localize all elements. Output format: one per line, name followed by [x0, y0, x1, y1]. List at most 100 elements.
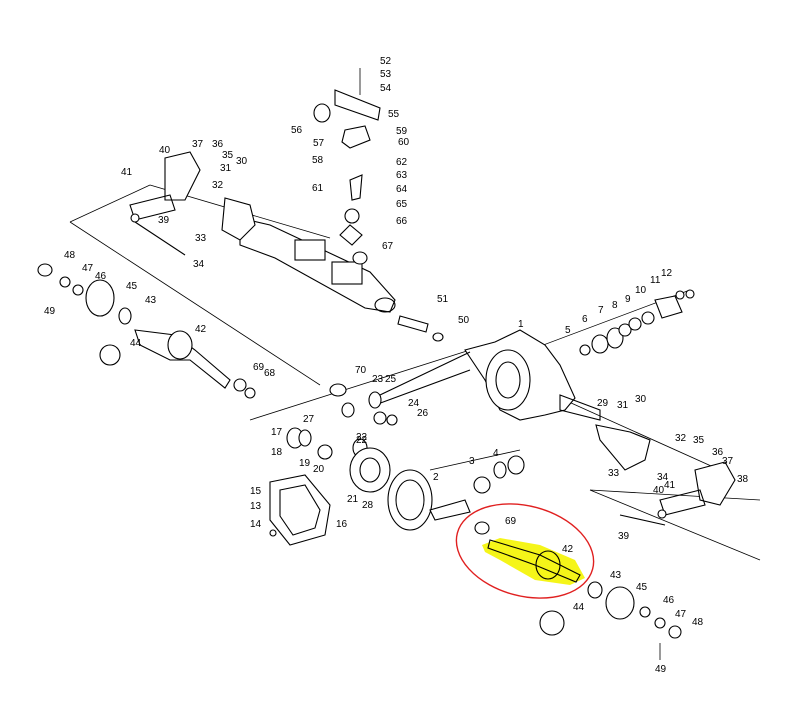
left-hub-parts [37, 263, 256, 399]
right-knuckle [595, 424, 736, 526]
label-25: 25 [385, 374, 397, 385]
label-69: 69 [253, 362, 265, 373]
label-15: 15 [250, 486, 262, 497]
label-12: 12 [661, 268, 673, 279]
label-41: 41 [664, 480, 676, 491]
label-24: 24 [408, 398, 420, 409]
label-37: 37 [722, 456, 734, 467]
label-51: 51 [437, 294, 449, 305]
label-42: 42 [562, 544, 574, 555]
label-56: 56 [291, 125, 303, 136]
label-53: 53 [380, 69, 392, 80]
label-67: 67 [382, 241, 394, 252]
label-1: 1 [518, 319, 524, 330]
label-44: 44 [573, 602, 585, 613]
shaft-51 [397, 315, 444, 342]
tie-rod-left [134, 221, 186, 256]
label-32: 32 [675, 433, 687, 444]
label-50: 50 [458, 315, 470, 326]
axle-housing [373, 329, 601, 421]
label-16: 16 [336, 519, 348, 530]
label-63: 63 [396, 170, 408, 181]
label-41-upper: 41 [121, 167, 133, 178]
label-36-upper: 36 [212, 139, 224, 150]
label-9: 9 [625, 294, 631, 305]
label-45-upper: 45 [126, 281, 138, 292]
right-hub-parts [579, 289, 695, 356]
label-32-upper: 32 [212, 180, 224, 191]
label-47-upper: 47 [82, 263, 94, 274]
label-70: 70 [355, 365, 367, 376]
label-40-upper: 40 [159, 145, 171, 156]
label-57: 57 [313, 138, 325, 149]
label-35: 35 [693, 435, 705, 446]
label-48-upper: 48 [64, 250, 76, 261]
label-59: 59 [396, 126, 408, 137]
label-61: 61 [312, 183, 324, 194]
label-2: 2 [433, 472, 439, 483]
label-23: 23 [372, 374, 384, 385]
label-34: 34 [657, 472, 669, 483]
red-circle-annotation [455, 503, 595, 599]
label-37-upper: 37 [192, 139, 204, 150]
label-39-upper: 39 [158, 215, 170, 226]
label-48: 48 [692, 617, 704, 628]
diff-cover [269, 474, 331, 546]
label-14: 14 [250, 519, 262, 530]
label-29: 29 [597, 398, 609, 409]
label-26: 26 [417, 408, 429, 419]
label-43-upper: 43 [145, 295, 157, 306]
label-66: 66 [396, 216, 408, 227]
label-22: 22 [356, 435, 368, 446]
label-27: 27 [303, 414, 315, 425]
label-10: 10 [635, 285, 647, 296]
label-13: 13 [250, 501, 262, 512]
label-69-lower: 69 [505, 516, 517, 527]
upper-linkage [313, 68, 381, 265]
label-18: 18 [271, 447, 283, 458]
label-28: 28 [362, 500, 374, 511]
label-39: 39 [618, 531, 630, 542]
label-19: 19 [299, 458, 311, 469]
left-knuckle [129, 151, 256, 241]
left-axle-tube [239, 217, 396, 313]
label-7: 7 [598, 305, 604, 316]
label-68: 68 [264, 368, 276, 379]
label-47: 47 [675, 609, 687, 620]
label-49: 49 [655, 664, 667, 675]
label-34-upper: 34 [193, 259, 205, 270]
label-21: 21 [347, 494, 359, 505]
label-33-upper: 33 [195, 233, 207, 244]
label-5: 5 [565, 325, 571, 336]
label-64: 64 [396, 184, 408, 195]
label-60: 60 [398, 137, 410, 148]
label-40: 40 [653, 485, 665, 496]
label-31: 31 [617, 400, 629, 411]
label-43: 43 [610, 570, 622, 581]
label-22-upper: 22 [356, 432, 368, 443]
label-46: 46 [663, 595, 675, 606]
label-54: 54 [380, 83, 392, 94]
label-35-upper: 35 [222, 150, 234, 161]
label-42-upper: 42 [195, 324, 207, 335]
label-17: 17 [271, 427, 283, 438]
label-44-upper: 44 [130, 338, 142, 349]
label-38: 38 [737, 474, 749, 485]
pinion-shaft [474, 521, 581, 583]
label-3: 3 [469, 456, 475, 467]
label-58: 58 [312, 155, 324, 166]
lower-hub-parts [539, 581, 682, 660]
label-8: 8 [612, 300, 618, 311]
label-33: 33 [608, 468, 620, 479]
differential-parts [286, 383, 525, 531]
label-30: 30 [635, 394, 647, 405]
label-65: 65 [396, 199, 408, 210]
label-45: 45 [636, 582, 648, 593]
label-49-upper: 49 [44, 306, 56, 317]
label-11: 11 [650, 275, 661, 286]
label-6: 6 [582, 314, 588, 325]
part-number-labels: 1 2 3 4 5 6 7 8 9 10 11 12 13 14 15 16 1… [44, 56, 749, 675]
highlight-mark [482, 538, 585, 585]
